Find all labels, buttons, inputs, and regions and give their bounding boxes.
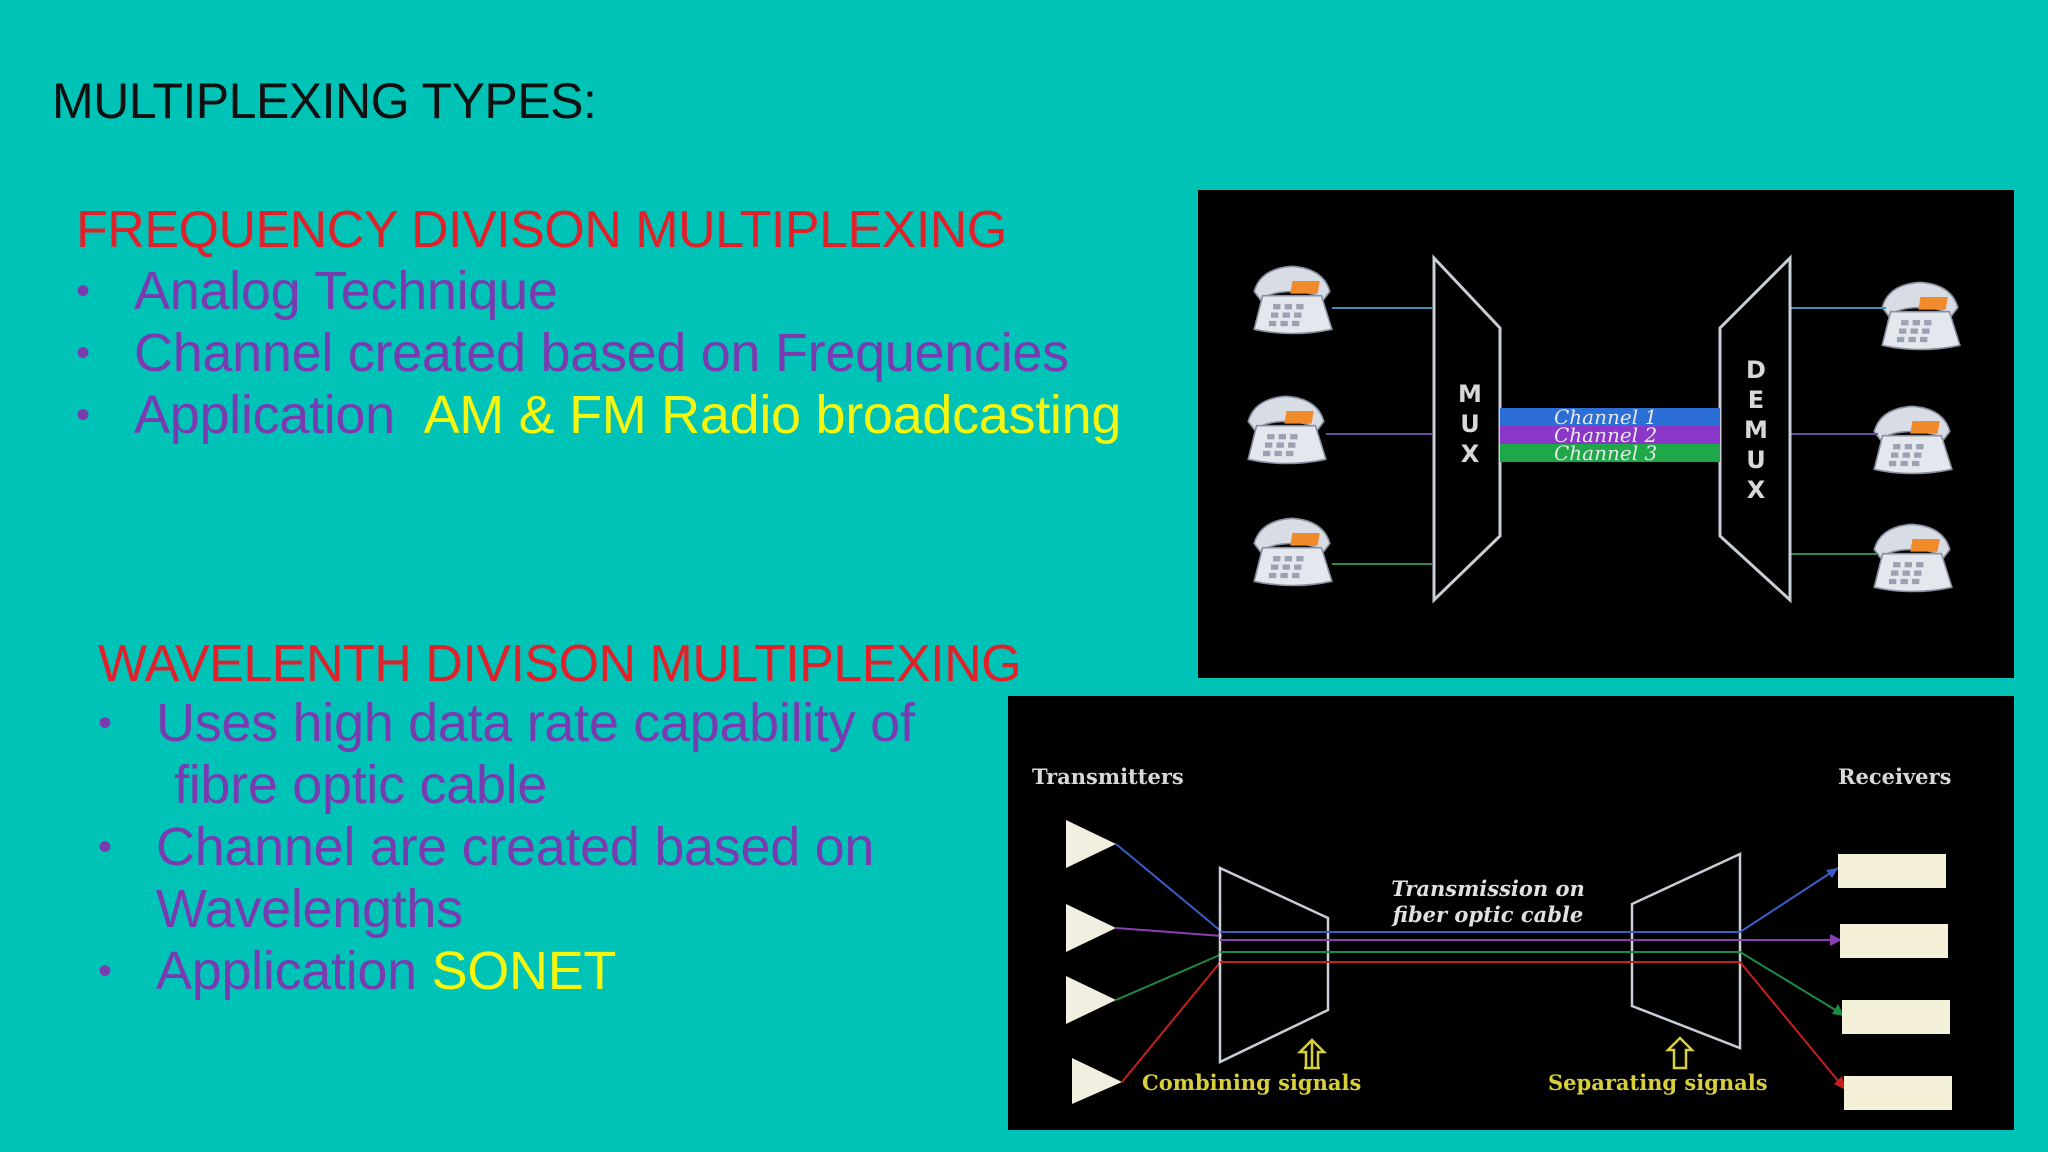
fdm-diagram: Channel 1 Channel 2 Channel 3 M U X D E … [1198,190,2014,678]
transmitter-icon [1072,1058,1122,1104]
demux-letter: D [1746,356,1766,384]
channel-label: Channel 1 [1554,405,1657,429]
fdm-bullet: • Analog Technique [76,260,1121,322]
channel-band [1500,444,1720,462]
receiver-box [1840,924,1948,958]
transmitter-icon [1066,904,1116,952]
wdm-application-highlight: SONET [431,941,617,1001]
wdm-diagram: Transmitters Receivers [1008,696,2014,1130]
wdm-bullet: • Application SONET [98,940,915,1002]
channel-band [1500,408,1720,426]
receiver-box [1844,1076,1952,1110]
wdm-bullet-text: Uses high data rate capability of [156,693,915,753]
mux-letter: U [1460,410,1480,438]
bullet-dot-icon: • [76,393,90,437]
separator-block [1630,852,1742,1050]
wdm-bullet: • Uses high data rate capability of fibr… [98,692,915,816]
up-arrow-icon [1296,1038,1328,1070]
wdm-heading: WAVELENTH DIVISON MULTIPLEXING [98,635,1022,693]
wdm-bullet-continuation: Wavelengths [156,879,463,939]
fdm-application-highlight: AM & FM Radio broadcasting [423,385,1122,445]
demux-block [1718,254,1792,604]
slide-title: MULTIPLEXING TYPES: [52,73,597,129]
telephone-icon [1253,265,1333,335]
transmitters-label: Transmitters [1032,764,1184,789]
fdm-bullet-list: • Analog Technique • Channel created bas… [76,260,1121,446]
wdm-bullet-text: Channel are created based on [156,817,875,877]
bullet-dot-icon: • [76,269,90,313]
demux-letter: E [1748,386,1764,414]
fdm-bullet-text: Channel created based on Frequencies [134,323,1069,383]
telephone-icon [1881,281,1961,351]
fdm-bullet: • Channel created based on Frequencies [76,322,1121,384]
telephone-icon [1253,517,1333,587]
receiver-box [1838,854,1946,888]
channel-label: Channel 3 [1554,441,1657,465]
wdm-bullet-list: • Uses high data rate capability of fibr… [98,692,915,1002]
demux-letter: M [1744,416,1768,444]
up-arrow-icon [1664,1036,1696,1070]
receiver-box [1842,1000,1950,1034]
combiner-block [1218,866,1330,1064]
separating-label: Separating signals [1548,1070,1768,1095]
wdm-bullet-text: Application [156,941,432,1001]
telephone-icon [1247,395,1327,465]
bullet-dot-icon: • [98,949,112,993]
transmitter-icon [1066,820,1116,868]
channel-band [1500,426,1720,444]
telephone-icon [1873,523,1953,593]
wdm-bullet-continuation: fibre optic cable [174,755,548,815]
bullet-dot-icon: • [98,701,112,745]
fdm-bullet-text: Application [134,385,410,445]
combining-label: Combining signals [1142,1070,1361,1095]
channel-label: Channel 2 [1554,423,1657,447]
fdm-bullet: • Application AM & FM Radio broadcasting [76,384,1121,446]
demux-letter: U [1746,446,1766,474]
mux-block [1432,254,1502,604]
bullet-dot-icon: • [76,331,90,375]
fdm-bullet-text: Analog Technique [134,261,558,321]
transmitter-icon [1066,976,1116,1024]
transmission-label: Transmission on [1391,876,1585,901]
demux-letter: X [1747,476,1766,504]
bullet-dot-icon: • [98,825,112,869]
mux-letter: X [1461,440,1480,468]
transmission-label: fiber optic cable [1391,902,1584,927]
wdm-bullet: • Channel are created based on Wavelengt… [98,816,915,940]
telephone-icon [1873,405,1953,475]
fdm-heading: FREQUENCY DIVISON MULTIPLEXING [76,201,1007,259]
mux-letter: M [1458,380,1482,408]
receivers-label: Receivers [1838,764,1951,789]
